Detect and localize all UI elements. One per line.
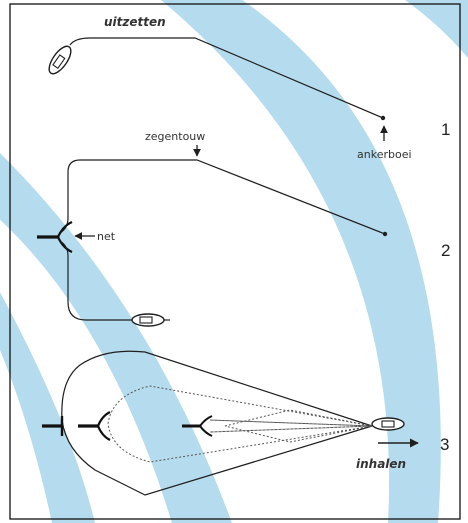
seine-rope-line <box>69 37 384 119</box>
anchor-buoy-icon <box>382 231 388 237</box>
step-2-number: 2 <box>441 241 450 260</box>
seine-rope-line <box>59 159 386 235</box>
net-icon <box>42 416 64 436</box>
seine-rope-line <box>61 350 373 496</box>
boat-icon <box>48 45 72 75</box>
background-band <box>405 0 468 58</box>
boat-icon <box>131 313 170 327</box>
net-label: net <box>97 230 116 243</box>
net-icon <box>37 220 73 254</box>
step-1-title: uitzetten <box>104 15 166 29</box>
frame-border <box>9 3 461 520</box>
background-band <box>0 292 95 523</box>
anchor-buoy-icon <box>380 115 386 121</box>
buoy-label: ankerboei <box>357 148 412 161</box>
background-band <box>160 0 441 523</box>
step-3: inhalen 3 <box>42 350 449 496</box>
step-1: uitzetten ankerboei 1 <box>48 15 450 161</box>
rope-label: zegentouw <box>145 130 205 143</box>
net-icon <box>182 415 213 437</box>
net-outline-dotted <box>224 409 373 443</box>
step-3-number: 3 <box>440 435 449 454</box>
step-2: zegentouw net 2 <box>37 130 450 327</box>
step-1-number: 1 <box>441 120 450 139</box>
step-3-title: inhalen <box>356 457 406 471</box>
boat-icon <box>371 417 405 431</box>
net-outline-dotted <box>107 385 373 463</box>
background-band <box>0 153 232 523</box>
net-icon <box>78 411 111 441</box>
seine-rope-line <box>59 240 132 321</box>
